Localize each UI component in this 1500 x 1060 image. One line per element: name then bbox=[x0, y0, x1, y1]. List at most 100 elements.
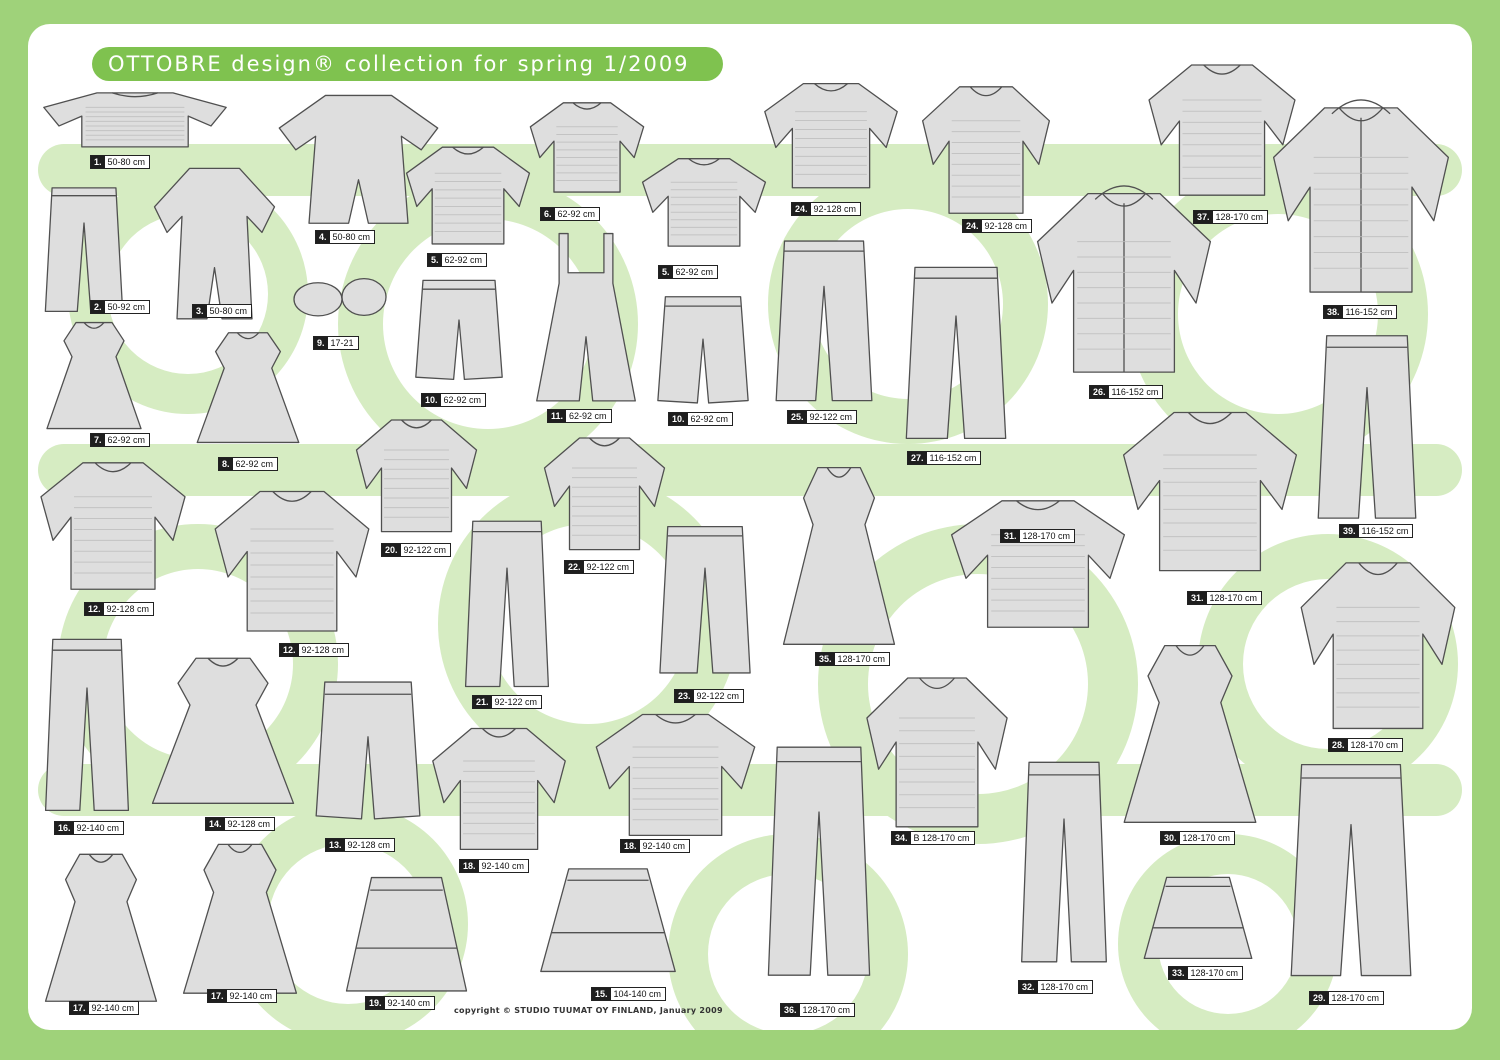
garment-item bbox=[542, 432, 667, 552]
model-number: 12. bbox=[85, 603, 104, 615]
size-label: 19.92-140 cm bbox=[365, 996, 436, 1010]
size-label: 11.62-92 cm bbox=[547, 409, 612, 423]
size-label: 24.92-128 cm bbox=[962, 219, 1033, 233]
size-label: 29.128-170 cm bbox=[1309, 991, 1385, 1005]
size-range: 62-92 cm bbox=[557, 209, 596, 219]
size-label: 22.92-122 cm bbox=[564, 560, 635, 574]
garment-item bbox=[1314, 330, 1420, 522]
page-title: OTTOBRE design® collection for spring 1/… bbox=[108, 52, 690, 76]
size-range: 92-140 cm bbox=[76, 823, 120, 833]
size-label: 30.128-170 cm bbox=[1160, 831, 1236, 845]
top-drawing-icon bbox=[529, 102, 645, 193]
garment-item bbox=[344, 870, 469, 996]
skirt-drawing-icon bbox=[1143, 876, 1253, 960]
size-label: 8.62-92 cm bbox=[218, 457, 279, 471]
garment-item bbox=[1298, 554, 1458, 732]
size-range: 128-170 cm bbox=[1040, 982, 1089, 992]
garment-item bbox=[656, 522, 754, 676]
size-label: 26.116-152 cm bbox=[1089, 385, 1164, 399]
size-range: 116-152 cm bbox=[1345, 307, 1393, 317]
garment-item bbox=[42, 848, 160, 1006]
garment-item bbox=[180, 838, 300, 998]
model-number: 30. bbox=[1161, 832, 1180, 844]
size-label: 32.128-170 cm bbox=[1018, 980, 1094, 994]
garment-item bbox=[430, 722, 568, 852]
garment-item bbox=[354, 414, 479, 534]
model-number: 4. bbox=[316, 231, 330, 243]
copyright-notice: copyright © STUDIO TUUMAT OY FINLAND, Ja… bbox=[454, 1006, 723, 1015]
skirt-drawing-icon bbox=[540, 868, 676, 973]
top-drawing-icon bbox=[764, 82, 898, 189]
size-label: 4.50-80 cm bbox=[315, 230, 376, 244]
top-drawing-icon bbox=[1122, 411, 1298, 572]
size-label: 25.92-122 cm bbox=[787, 410, 858, 424]
garment-item bbox=[38, 456, 188, 592]
garment-item bbox=[42, 184, 126, 314]
model-number: 25. bbox=[788, 411, 807, 423]
size-label: 23.92-122 cm bbox=[674, 689, 745, 703]
top-drawing-icon bbox=[921, 86, 1051, 214]
size-range: 92-122 cm bbox=[586, 562, 630, 572]
model-number: 26. bbox=[1090, 386, 1109, 398]
size-label: 2.50-92 cm bbox=[90, 300, 151, 314]
pants-drawing-icon bbox=[1317, 335, 1417, 519]
size-range: 50-92 cm bbox=[107, 302, 146, 312]
size-range: 92-122 cm bbox=[809, 412, 853, 422]
model-number: 19. bbox=[366, 997, 385, 1009]
model-number: 35. bbox=[816, 653, 835, 665]
size-range: 128-170 cm bbox=[1215, 212, 1264, 222]
top-drawing-icon bbox=[641, 158, 767, 247]
size-label: 18.92-140 cm bbox=[459, 859, 530, 873]
model-number: 8. bbox=[219, 458, 233, 470]
jacket-drawing-icon bbox=[1036, 185, 1212, 373]
garment-item bbox=[593, 708, 758, 838]
overall-drawing-icon bbox=[536, 232, 636, 402]
garment-item bbox=[1270, 98, 1452, 296]
garment-item bbox=[764, 740, 874, 980]
pants-drawing-icon bbox=[1021, 761, 1107, 963]
model-number: 33. bbox=[1169, 967, 1188, 979]
model-number: 31. bbox=[1001, 530, 1020, 542]
size-label: 10.62-92 cm bbox=[421, 393, 487, 407]
size-range: 50-80 cm bbox=[332, 232, 371, 242]
size-label: 28.128-170 cm bbox=[1328, 738, 1404, 752]
size-label: 3.50-80 cm bbox=[192, 304, 253, 318]
size-range: 92-122 cm bbox=[494, 697, 538, 707]
size-range: 62-92 cm bbox=[443, 395, 482, 405]
model-number: 17. bbox=[70, 1002, 89, 1014]
garment-item bbox=[152, 162, 277, 322]
model-number: 39. bbox=[1340, 525, 1359, 537]
size-label: 12.92-128 cm bbox=[84, 602, 155, 616]
size-label: 14.92-128 cm bbox=[205, 817, 276, 831]
model-number: 31. bbox=[1188, 592, 1207, 604]
top-drawing-icon bbox=[950, 500, 1126, 628]
size-range: 92-122 cm bbox=[696, 691, 740, 701]
garment-item bbox=[314, 676, 422, 828]
size-range: 92-128 cm bbox=[347, 840, 391, 850]
model-number: 27. bbox=[908, 452, 927, 464]
model-number: 17. bbox=[208, 990, 227, 1002]
garment-item bbox=[1018, 756, 1110, 966]
size-range: B 128-170 cm bbox=[913, 833, 970, 843]
shoes-drawing-icon bbox=[293, 277, 387, 317]
size-label: 38.116-152 cm bbox=[1323, 305, 1398, 319]
pants-drawing-icon bbox=[464, 520, 550, 688]
size-label: 10.62-92 cm bbox=[668, 412, 734, 426]
garment-item bbox=[656, 292, 750, 410]
size-range: 116-152 cm bbox=[1111, 387, 1159, 397]
size-range: 128-170 cm bbox=[802, 1005, 851, 1015]
size-label: 37.128-170 cm bbox=[1193, 210, 1269, 224]
model-number: 18. bbox=[460, 860, 479, 872]
model-number: 5. bbox=[428, 254, 442, 266]
size-range: 62-92 cm bbox=[675, 267, 714, 277]
garment-item bbox=[538, 862, 678, 976]
garment-item bbox=[1120, 638, 1260, 828]
size-range: 92-140 cm bbox=[642, 841, 686, 851]
romper-drawing-icon bbox=[278, 94, 439, 224]
size-label: 20.92-122 cm bbox=[381, 543, 452, 557]
pants-drawing-icon bbox=[905, 266, 1007, 440]
size-range: 128-170 cm bbox=[1350, 740, 1399, 750]
garment-item bbox=[1034, 184, 1214, 376]
size-range: 116-152 cm bbox=[929, 453, 977, 463]
romper-drawing-icon bbox=[153, 167, 276, 320]
